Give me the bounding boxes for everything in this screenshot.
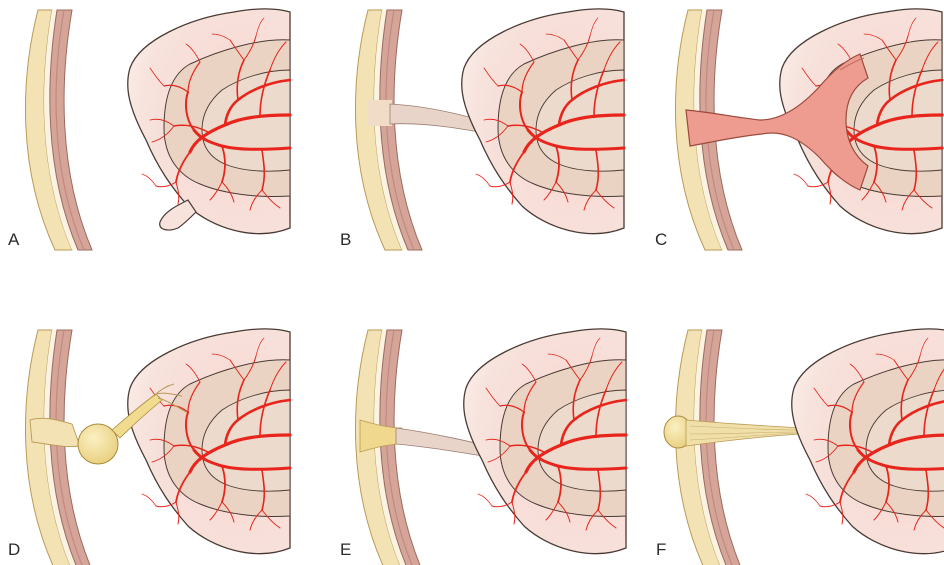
panel-f: F bbox=[656, 329, 944, 565]
panel-label-d: D bbox=[8, 540, 20, 559]
diverticulum bbox=[160, 200, 196, 230]
panel-label-f: F bbox=[656, 540, 666, 559]
umbilical-remnant bbox=[30, 418, 80, 446]
panel-label-c: C bbox=[655, 230, 667, 249]
panel-c: C bbox=[655, 9, 942, 250]
panel-d: D bbox=[8, 329, 290, 565]
panel-e: E bbox=[340, 329, 626, 565]
umbilical-plug bbox=[368, 100, 392, 126]
panel-label-e: E bbox=[340, 540, 351, 559]
panel-a: A bbox=[8, 9, 290, 250]
panel-label-a: A bbox=[8, 230, 20, 249]
panel-b: B bbox=[340, 9, 624, 250]
panel-label-b: B bbox=[340, 230, 351, 249]
